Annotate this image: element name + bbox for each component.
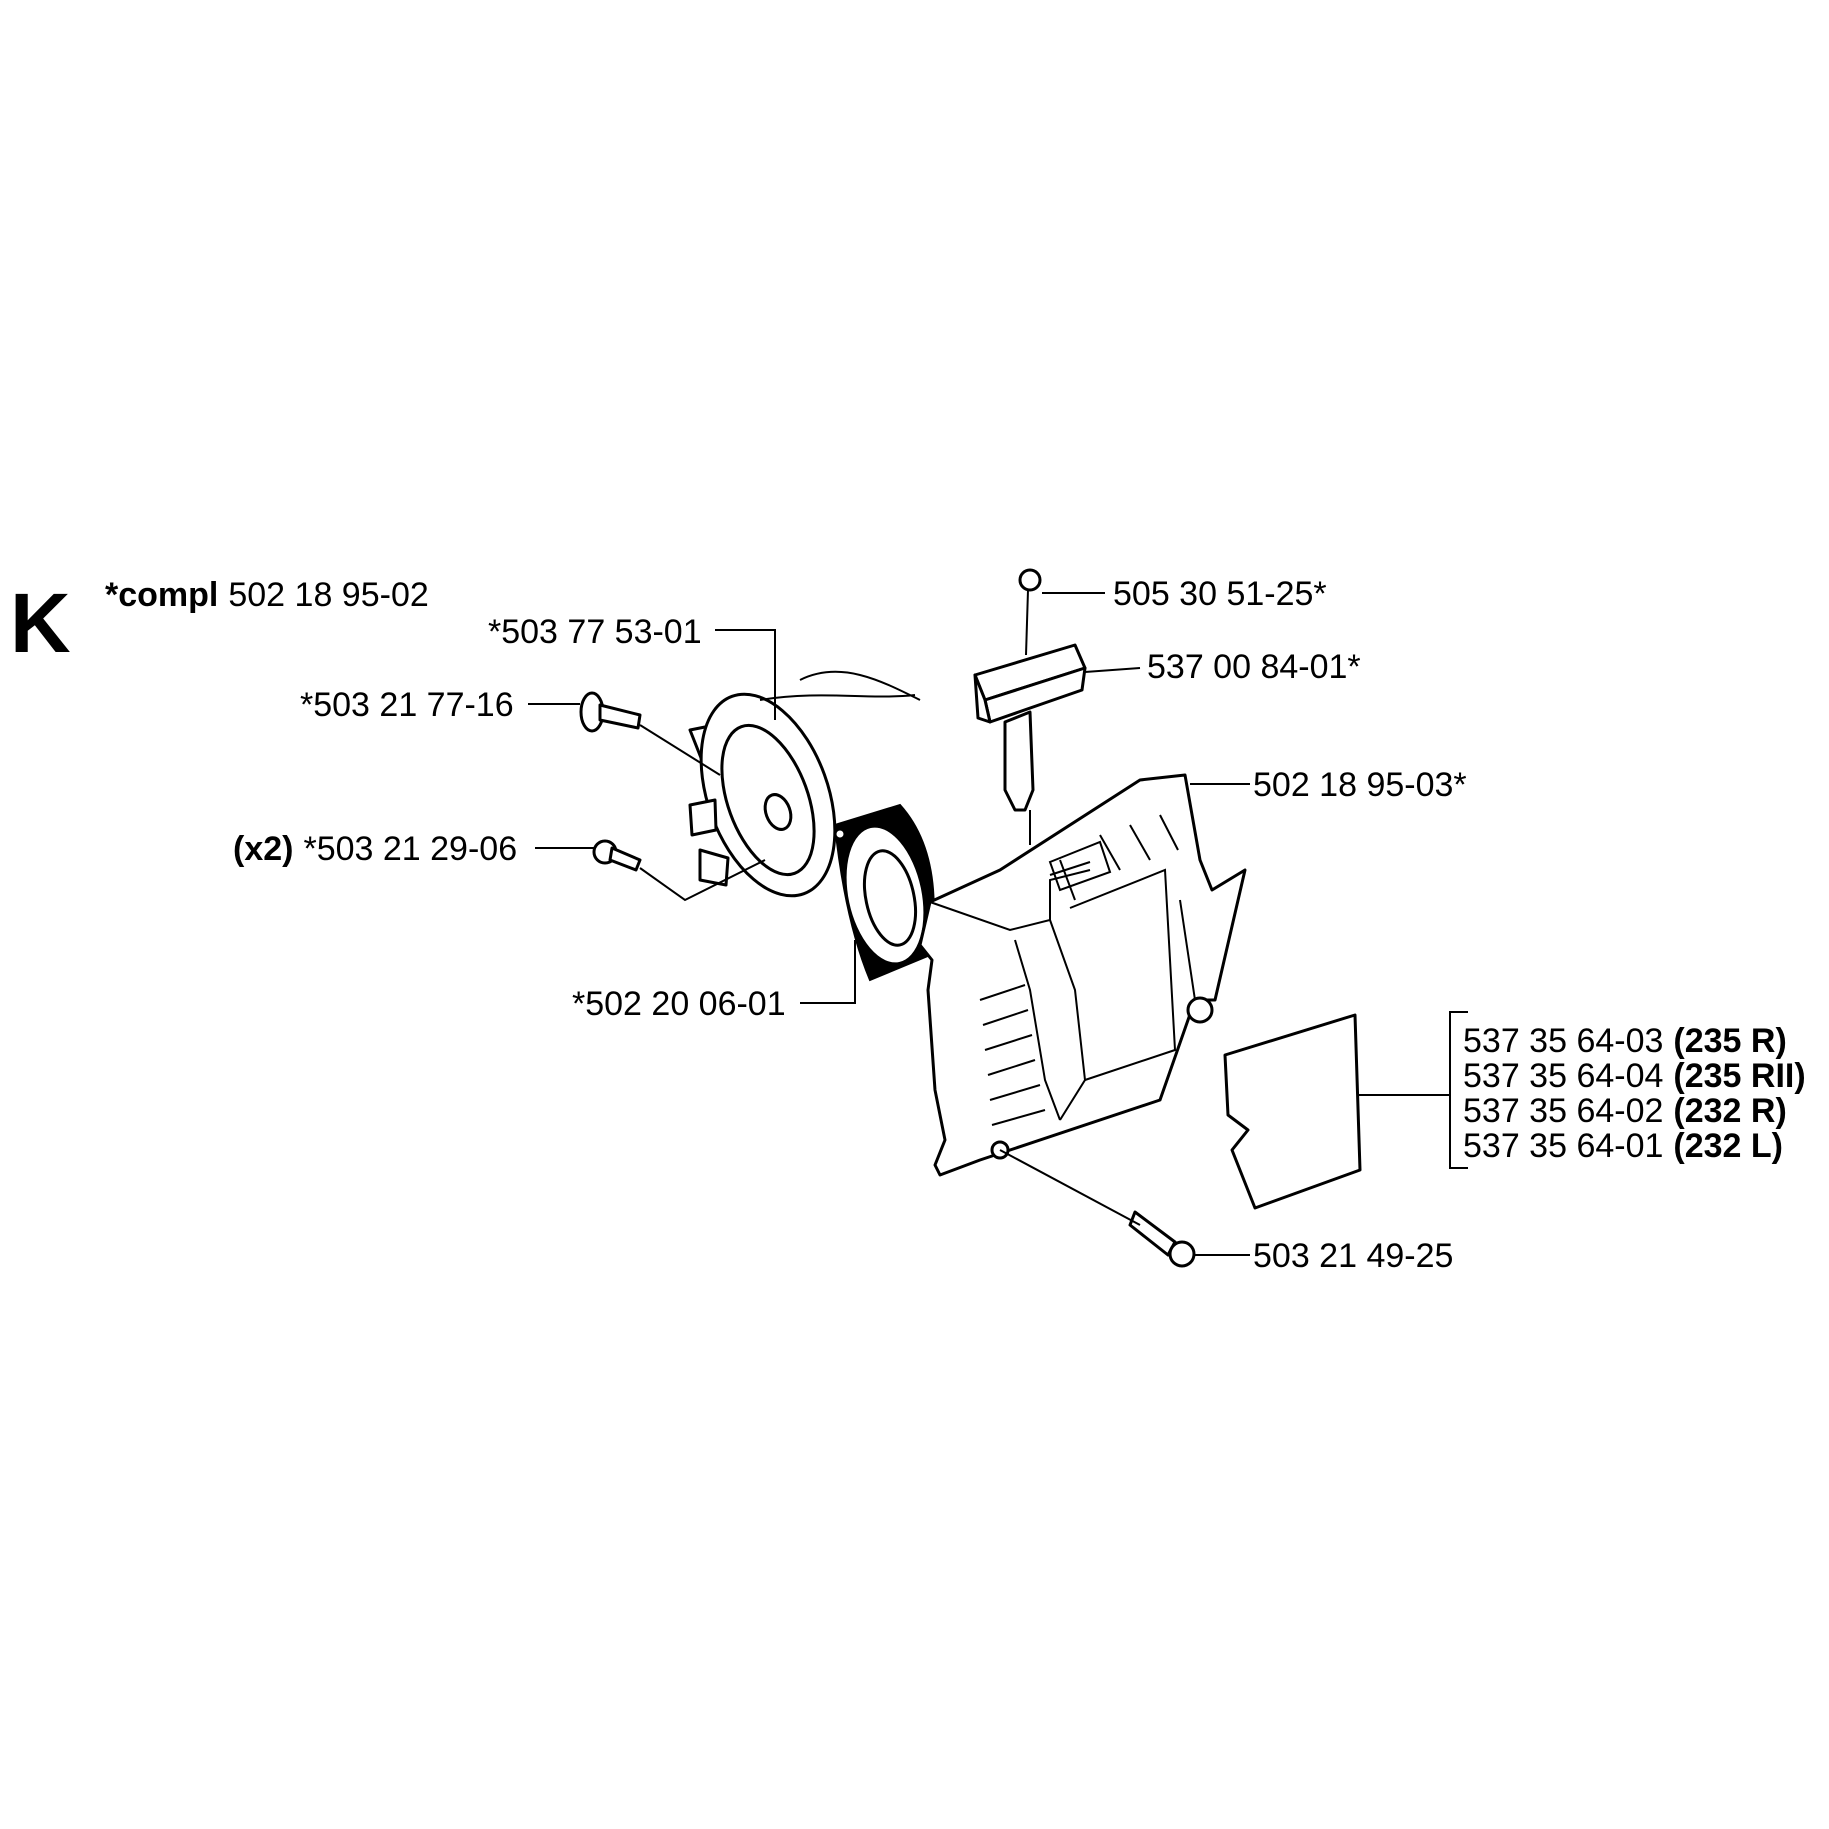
decal-row: 537 35 64-02 (232 R) xyxy=(1463,1092,1787,1130)
housing-screw-drawing xyxy=(592,839,642,872)
decal-row: 537 35 64-01 (232 L) xyxy=(1463,1127,1783,1165)
decal-row: 537 35 64-04 (235 RII) xyxy=(1463,1057,1806,1095)
pulley-screw-drawing xyxy=(579,691,642,733)
label-handle: 537 00 84-01* xyxy=(1147,648,1361,686)
starter-cover-drawing xyxy=(918,773,1247,1177)
section-letter: K xyxy=(10,576,71,670)
model-decal-drawing xyxy=(1223,1013,1362,1210)
housing-screws-qty: (x2) xyxy=(233,830,293,868)
decal-model: (232 L) xyxy=(1673,1127,1783,1165)
label-spring-cassette: *502 20 06-01 xyxy=(572,985,786,1023)
starter-handle-drawing xyxy=(973,643,1087,845)
leader-lines xyxy=(528,592,1468,1256)
assembly-prefix: *compl xyxy=(105,576,218,614)
label-pulley: *503 77 53-01 xyxy=(488,613,702,651)
assembly-label: *compl 502 18 95-02 xyxy=(105,576,429,614)
decal-number: 537 35 64-04 xyxy=(1463,1057,1663,1095)
decal-model: (235 R) xyxy=(1673,1022,1786,1060)
label-rope-lock: 505 30 51-25* xyxy=(1113,575,1327,613)
label-housing-screws: (x2) *503 21 29-06 xyxy=(233,830,517,868)
assembly-number: 502 18 95-02 xyxy=(228,576,428,614)
label-pulley-screw: *503 21 77-16 xyxy=(300,686,514,724)
decal-model: (235 RII) xyxy=(1673,1057,1805,1095)
label-starter-cover: 502 18 95-03* xyxy=(1253,766,1467,804)
spring-cassette-drawing xyxy=(833,803,935,982)
rope-lock-drawing xyxy=(1018,568,1042,656)
decal-number: 537 35 64-02 xyxy=(1463,1092,1663,1130)
decal-number: 537 35 64-03 xyxy=(1463,1022,1663,1060)
starter-pulley-drawing xyxy=(688,670,921,898)
housing-screws-number: *503 21 29-06 xyxy=(303,830,517,868)
decal-row: 537 35 64-03 (235 R) xyxy=(1463,1022,1787,1060)
decal-number: 537 35 64-01 xyxy=(1463,1127,1663,1165)
decal-model: (232 R) xyxy=(1673,1092,1786,1130)
label-cover-screw: 503 21 49-25 xyxy=(1253,1237,1453,1275)
cover-screw-drawing xyxy=(1128,1210,1196,1268)
